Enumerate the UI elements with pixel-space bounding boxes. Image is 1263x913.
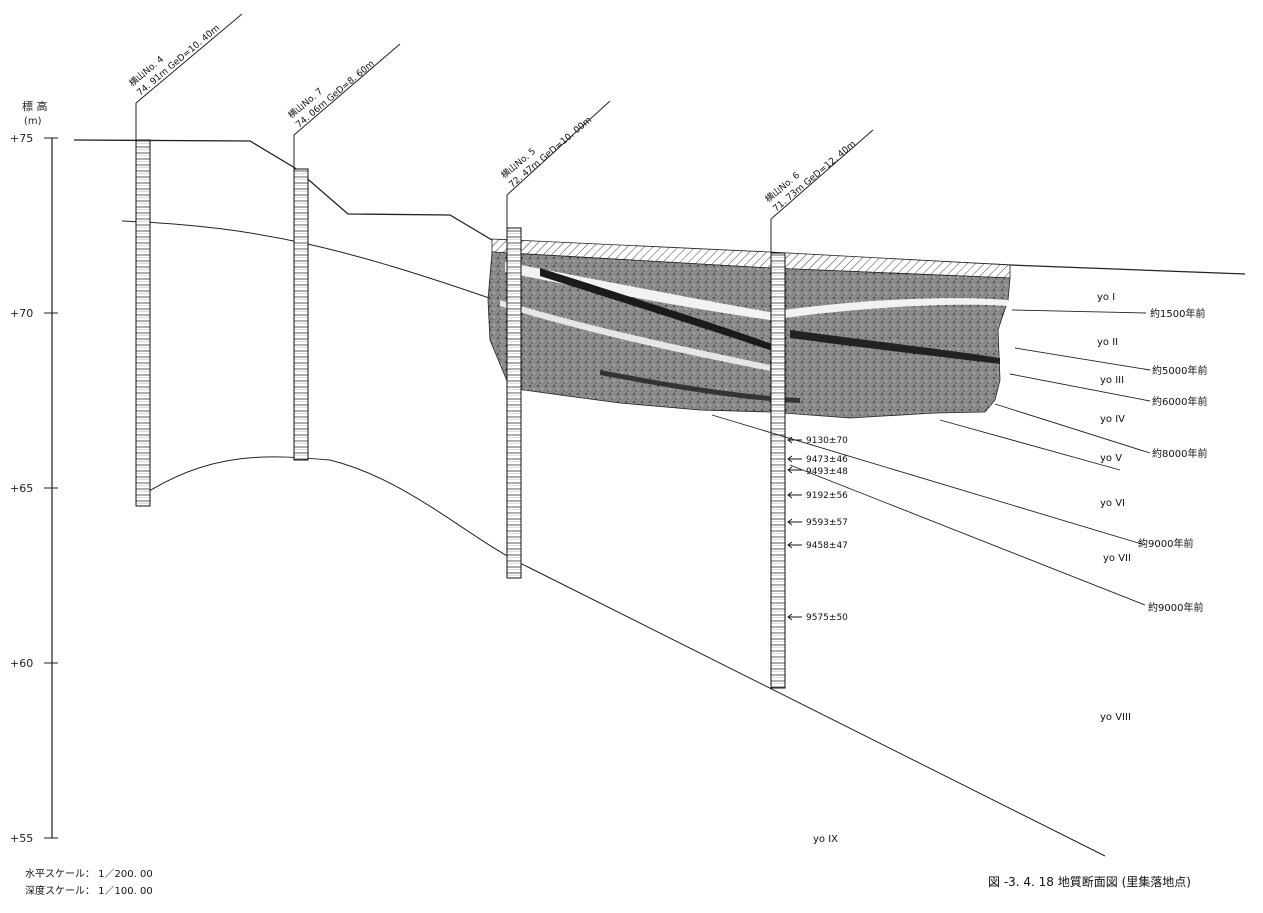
age-label: 約6000年前 (1152, 395, 1207, 408)
dating-arrow (787, 541, 802, 549)
dating-label: 9593±57 (806, 518, 848, 528)
unit-label: yo VII (1103, 553, 1131, 564)
axis-tick-label: +55 (10, 832, 33, 845)
borehole-no4: 横山No. 4 74. 91m GeD=10. 40m (127, 13, 243, 507)
outcrop-light-stratum (505, 262, 1008, 320)
unit-label: yo IV (1100, 414, 1125, 425)
age-label: 約1500年前 (1150, 307, 1205, 320)
horizontal-scale: 水平スケール： 1／200. 00 (25, 868, 153, 880)
age-leader-lines (711, 309, 1151, 606)
dating-arrow (787, 613, 802, 621)
age-leader (994, 403, 1151, 454)
vertical-scale: 深度スケール： 1／100. 00 (25, 884, 153, 897)
borehole-leader (135, 13, 243, 104)
axis-tick-label: +70 (10, 307, 33, 320)
age-label: 約8000年前 (1152, 447, 1207, 460)
unit-label: yo VIII (1100, 712, 1131, 723)
unit-label: yo VI (1100, 498, 1125, 509)
dating-label: 9493±48 (806, 467, 848, 477)
dating-markers (787, 436, 802, 621)
unit-label: yo III (1100, 375, 1124, 386)
age-leader (789, 464, 1146, 606)
borehole-info: 72. 47m GeD=10. 00m (508, 115, 595, 190)
age-leader (1011, 309, 1147, 314)
dating-label: 9130±70 (806, 436, 848, 446)
dating-label: 9575±50 (806, 613, 848, 623)
age-leader (711, 414, 1146, 546)
age-leader (939, 419, 1121, 471)
age-label: 約9000年前 (1148, 601, 1203, 614)
outcrop-dark-stratum (790, 330, 1000, 364)
borehole-leader (293, 43, 401, 136)
axis-tick-label: +75 (10, 132, 33, 145)
borehole-no7: 横山No. 7 74. 06m GeD=8. 60m (286, 43, 401, 461)
borehole-column (135, 139, 151, 507)
scale-notes: 水平スケール： 1／200. 00 深度スケール： 1／100. 00 (25, 868, 153, 897)
axis-tick-label: +65 (10, 482, 33, 495)
dating-labels: 9130±70 9473±46 9493±48 9192±56 9593±57 … (806, 436, 848, 623)
dating-arrow (787, 491, 802, 499)
axis-unit: (m) (24, 116, 42, 127)
dating-label: 9473±46 (806, 455, 848, 465)
age-leader (1009, 373, 1151, 402)
borehole-leader (770, 129, 874, 220)
elevation-axis: 標 高 (m) +75 +70 +65 +60 +55 (10, 99, 58, 845)
age-leader (1014, 347, 1151, 371)
unit-label: yo I (1097, 292, 1115, 303)
boundary-base-line (139, 456, 1106, 857)
age-labels: 約1500年前 約5000年前 約6000年前 約8000年前 約9000年前 … (1138, 307, 1207, 614)
outcrop-dark-stratum (540, 268, 775, 352)
outcrop-photo (487, 238, 1011, 419)
borehole-column (506, 227, 522, 579)
borehole-column (770, 252, 786, 689)
unit-label: yo V (1100, 453, 1122, 464)
borehole-info: 71. 73m GeD=12. 40m (772, 139, 859, 214)
age-label: 約9000年前 (1138, 537, 1193, 550)
dating-arrow (787, 455, 802, 463)
dating-label: 9192±56 (806, 491, 848, 501)
outcrop-light-stratum (500, 300, 770, 371)
age-label: 約5000年前 (1152, 364, 1207, 377)
dating-label: 9458±47 (806, 541, 848, 551)
borehole-info: 74. 91m GeD=10. 40m (136, 23, 223, 98)
figure-caption: 図 -3. 4. 18 地質断面図 (里集落地点) (988, 874, 1191, 889)
borehole-info: 74. 06m GeD=8. 60m (295, 59, 377, 130)
borehole-leader (506, 100, 611, 196)
unit-labels: yo I yo II yo III yo IV yo V yo VI yo VI… (813, 292, 1131, 845)
unit-label: yo II (1097, 337, 1118, 348)
axis-title: 標 高 (22, 99, 48, 113)
dating-arrow (787, 466, 802, 474)
dating-arrow (787, 518, 802, 526)
outcrop-dark-stratum (600, 370, 800, 403)
unit-label: yo IX (813, 834, 838, 845)
borehole-column (293, 168, 309, 461)
axis-tick-label: +60 (10, 657, 33, 670)
